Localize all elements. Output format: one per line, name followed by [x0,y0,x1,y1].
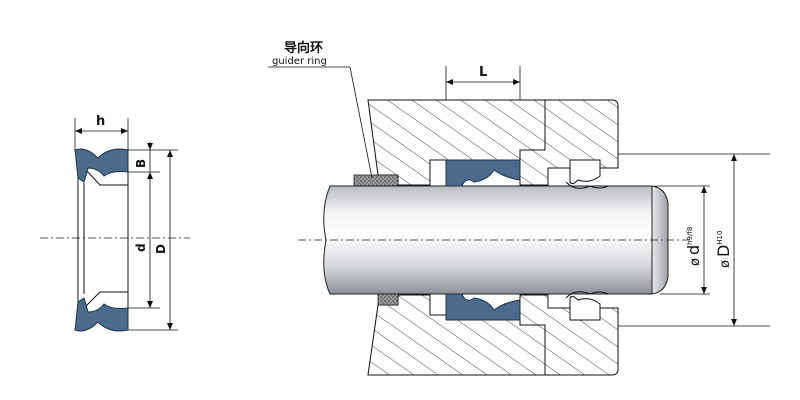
seal-lip-bottom [74,297,129,332]
dim-h-label: h [96,114,105,129]
dim-phi-D: øDH10 [618,153,770,327]
dim-D: D [128,149,178,331]
phi-symbol-d: ø [688,258,703,266]
seal-section-view: h B d D [40,114,190,332]
guide-ring-top [353,174,399,187]
rod-seal-bottom [445,293,521,321]
dim-d: d [128,172,160,309]
seal-lip-top [74,148,129,183]
phi-D-main: D [714,245,733,257]
dim-D-label: D [154,244,168,254]
phi-D-tolerance: H10 [716,231,724,245]
seal-outline [77,160,129,316]
phi-d-tolerance: h9/f8 [686,227,694,245]
guider-ring-callout: 导向环 guider ring [268,40,373,179]
gland-top [519,99,619,186]
dim-phi-d: ødh9/f8 [655,185,710,295]
phi-symbol-D: ø [718,260,733,268]
dim-B-label: B [134,159,148,168]
svg-text:øDH10: øDH10 [714,231,733,268]
svg-text:ødh9/f8: ødh9/f8 [684,227,703,266]
callout-chinese-label: 导向环 [284,40,323,56]
dim-L-label: L [479,65,487,80]
assembly-section-view: L 导向环 guider ring ødh9/f8 [268,40,770,376]
dim-B: B [128,142,160,180]
wiper-bottom [569,295,601,321]
dim-d-label: d [134,243,148,252]
callout-english-label: guider ring [272,56,327,67]
wiper-top [569,159,601,185]
dim-L: L [445,65,521,100]
rod-seal-top [445,159,521,187]
dim-h: h [74,114,129,150]
guide-ring-bottom [377,293,399,306]
phi-d-main: d [684,245,703,255]
